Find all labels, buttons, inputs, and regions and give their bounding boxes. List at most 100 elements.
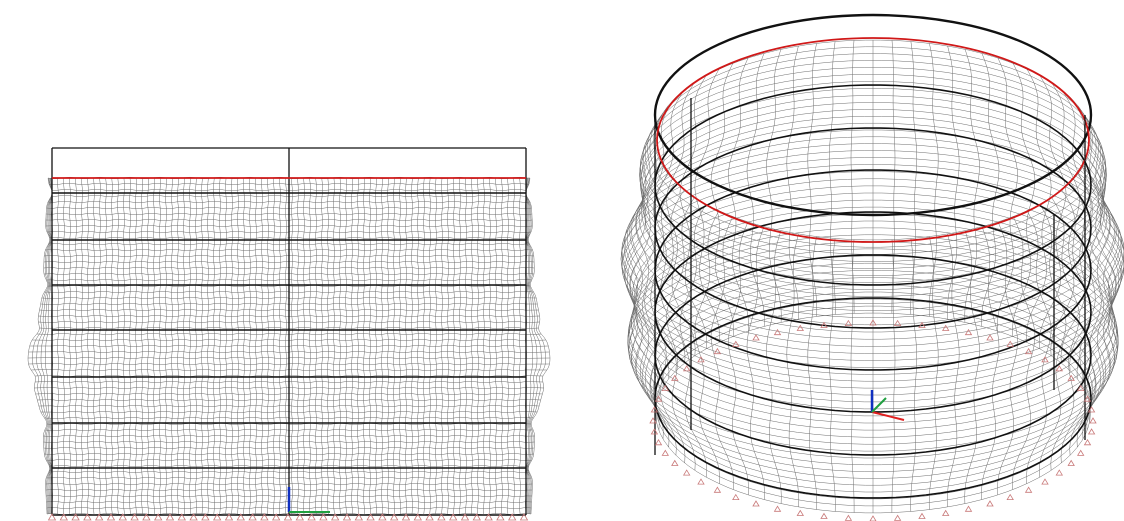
top-rim — [653, 13, 1093, 217]
mesh-meridian — [981, 226, 1000, 500]
mesh-line-vertical — [291, 177, 293, 515]
mesh-line-vertical — [63, 177, 65, 514]
fixed-support-triangle-icon — [964, 505, 973, 512]
mesh-line-vertical — [429, 177, 431, 515]
mesh-line-vertical — [519, 177, 521, 515]
fixed-support-triangle-icon — [941, 324, 950, 331]
fixed-support-triangle-icon — [95, 513, 104, 521]
mesh-line-vertical — [201, 177, 203, 515]
coordinate-axes-icon — [287, 487, 330, 513]
fixed-support-triangle-icon — [1067, 374, 1075, 381]
mesh-meridian — [624, 157, 660, 431]
mesh-meridian — [981, 53, 1000, 327]
fixed-support-triangle-icon — [1024, 347, 1033, 355]
fixed-support-triangle-icon — [342, 513, 352, 521]
fixed-support-triangle-icon — [697, 478, 705, 485]
shell-profile-left — [27, 177, 53, 515]
mesh-line-vertical — [417, 177, 419, 515]
mesh-line-vertical — [495, 177, 497, 515]
mesh-line-vertical — [507, 177, 509, 515]
fixed-support-triangle-icon — [820, 321, 828, 328]
mesh-meridian — [728, 221, 749, 495]
mesh-line-vertical — [387, 177, 389, 515]
mesh-meridian — [1082, 113, 1117, 388]
fixed-support-triangle-icon — [682, 469, 691, 476]
mesh-meridian — [654, 189, 686, 464]
fixed-support-triangle-icon — [437, 513, 446, 521]
mesh-line-vertical — [471, 178, 473, 515]
mesh-line-vertical — [183, 177, 185, 515]
mesh-line-vertical — [459, 177, 461, 515]
mesh-meridian — [1012, 216, 1036, 490]
mesh-line-vertical — [207, 177, 209, 515]
fixed-support-triangle-icon — [496, 513, 505, 521]
fixed-support-triangle-icon — [844, 514, 853, 521]
fixed-support-triangle-icon — [354, 513, 363, 521]
mesh-meridian — [666, 82, 696, 356]
fixed-support-triangle-icon — [1076, 384, 1085, 392]
front-elevation-view — [0, 0, 560, 521]
fixed-support-triangle-icon — [1076, 449, 1085, 456]
fixed-support-triangle-icon — [773, 328, 782, 336]
mesh-line-vertical — [177, 177, 179, 515]
mesh-line-vertical — [237, 177, 239, 515]
isometric-view — [560, 0, 1124, 521]
mesh-line-vertical — [117, 177, 119, 515]
fixed-support-triangle-icon — [59, 513, 68, 521]
mesh-line-vertical — [219, 177, 221, 515]
mesh-line-vertical — [423, 177, 425, 515]
fixed-support-triangle-icon — [248, 513, 257, 521]
supports-iso — [649, 319, 1097, 521]
fixed-support-triangle-icon — [869, 515, 877, 521]
fixed-support-triangle-icon — [460, 513, 470, 521]
fixed-support-triangle-icon — [986, 500, 994, 507]
fixed-support-triangle-icon — [177, 513, 186, 521]
mesh-meridian — [786, 233, 800, 507]
fixed-support-triangle-icon — [1041, 478, 1049, 485]
fixed-support-triangle-icon — [1083, 439, 1092, 446]
shell-mesh-iso — [620, 39, 1124, 514]
mesh-line-vertical — [513, 177, 515, 515]
fixed-support-triangle-icon — [508, 513, 517, 521]
mesh-line-vertical — [147, 177, 149, 515]
fixed-support-triangle-icon — [649, 417, 657, 424]
fixed-support-triangle-icon — [661, 384, 670, 392]
fixed-support-triangle-icon — [130, 513, 139, 521]
fixed-support-triangle-icon — [260, 513, 269, 521]
mesh-line-vertical — [141, 177, 143, 515]
mesh-meridian — [1026, 210, 1052, 484]
fixed-support-triangle-icon — [820, 512, 828, 519]
mesh-meridian — [620, 139, 657, 414]
mesh-line-vertical — [243, 177, 245, 515]
mesh-line-vertical — [99, 177, 101, 515]
mesh-meridian — [629, 113, 664, 388]
mesh-meridian — [621, 131, 657, 405]
mesh-meridian — [964, 49, 980, 323]
fixed-support-triangle-icon — [697, 356, 705, 363]
mesh-line-vertical — [171, 177, 173, 514]
fixed-support-triangle-icon — [844, 319, 853, 327]
mesh-line-vertical — [357, 177, 359, 515]
fixed-support-triangle-icon — [986, 334, 994, 341]
fixed-support-triangle-icon — [941, 509, 950, 516]
mesh-meridian — [694, 210, 720, 484]
fixed-support-triangle-icon — [773, 505, 782, 512]
mesh-line-vertical — [195, 177, 197, 515]
shell-profile-right — [525, 177, 546, 515]
supports-front — [47, 513, 529, 521]
fixed-support-triangle-icon — [189, 513, 198, 521]
mesh-line-vertical — [249, 177, 251, 515]
fixed-support-triangle-icon — [295, 513, 304, 521]
mesh-meridian — [710, 216, 734, 490]
fixed-support-triangle-icon — [519, 513, 529, 521]
fixed-support-triangle-icon — [671, 374, 679, 381]
mesh-line-vertical — [93, 177, 95, 515]
fixed-support-triangle-icon — [165, 513, 175, 521]
fixed-support-triangle-icon — [142, 513, 151, 521]
fixed-support-triangle-icon — [449, 513, 458, 521]
mesh-meridian — [746, 226, 765, 500]
mesh-meridian — [1089, 139, 1124, 414]
mesh-meridian — [679, 75, 707, 349]
fixed-support-triangle-icon — [752, 500, 760, 507]
mesh-meridian — [624, 122, 660, 396]
